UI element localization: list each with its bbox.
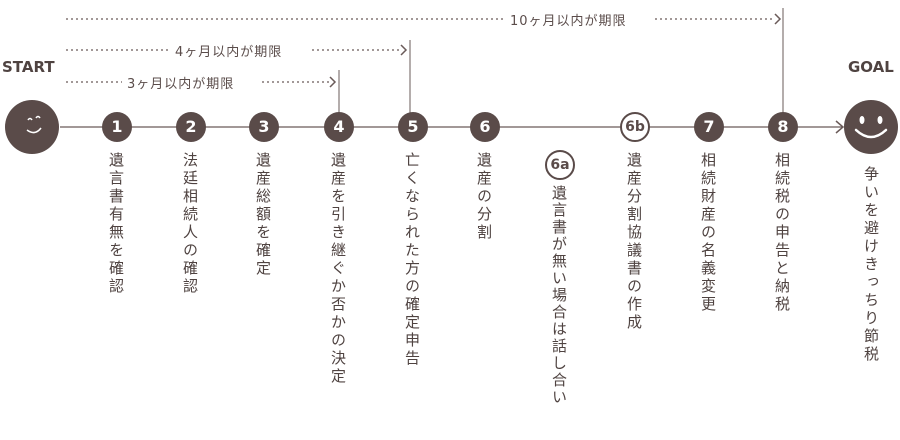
step-node-4: 4: [324, 112, 354, 142]
step-node-3: 3: [249, 112, 279, 142]
goal-label: GOAL: [848, 58, 894, 76]
step-node-6a: 6a: [545, 150, 575, 180]
step-text-6b: 遺産分割協議書の作成: [625, 152, 643, 332]
step-text-5: 亡くなられた方の確定申告: [403, 152, 421, 368]
step-node-5: 5: [398, 112, 428, 142]
deadline-3-months: 3ヶ月以内が期限: [127, 77, 235, 92]
step-text-8: 相続税の申告と納税: [773, 152, 791, 314]
step-node-6: 6: [470, 112, 500, 142]
step-text-3: 遺産総額を確定: [254, 152, 272, 278]
start-smiley-icon: [5, 100, 59, 154]
step-node-2: 2: [176, 112, 206, 142]
step-node-6b: 6b: [620, 112, 650, 142]
step-text-7: 相続財産の名義変更: [699, 152, 717, 314]
step-text-1: 遺言書有無を確認: [107, 152, 125, 296]
step-node-1: 1: [102, 112, 132, 142]
deadline-4-months: 4ヶ月以内が期限: [175, 45, 283, 60]
step-text-2: 法廷相続人の確認: [181, 152, 199, 296]
step-node-7: 7: [694, 112, 724, 142]
goal-text: 争いを避けきっちり節税: [862, 166, 880, 364]
step-text-6: 遺産の分割: [475, 152, 493, 242]
deadline-10-months: 10ヶ月以内が期限: [510, 14, 627, 29]
step-text-4: 遺産を引き継ぐか否かの決定: [329, 152, 347, 386]
goal-smiley-icon: [844, 100, 898, 154]
step-text-6a: 遺言書が無い場合は話し合い: [550, 185, 568, 406]
step-node-8: 8: [768, 112, 798, 142]
start-label: START: [2, 58, 55, 76]
